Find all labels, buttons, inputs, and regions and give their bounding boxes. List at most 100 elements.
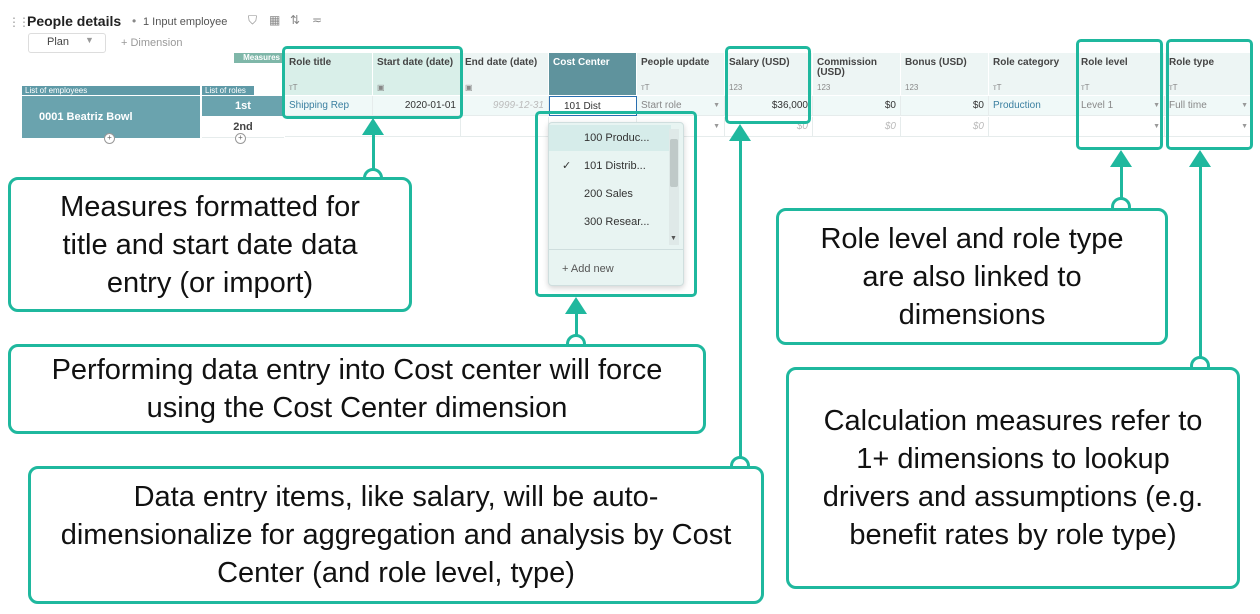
text-type-icon: ᴛT (641, 83, 650, 92)
connector-line (1199, 166, 1202, 359)
col-header-role-level[interactable]: Role level ᴛT (1077, 53, 1165, 95)
arrow-up-icon (1110, 150, 1132, 167)
chevron-down-icon: ▼ (713, 123, 720, 130)
cell-role-title[interactable]: Shipping Rep (285, 96, 373, 116)
connector-line (575, 312, 578, 338)
col-label: Commission (USD) (817, 57, 878, 78)
scrollbar-thumb[interactable] (670, 139, 678, 187)
col-label: Salary (USD) (729, 57, 790, 68)
col-header-commission[interactable]: Commission (USD) 123 (813, 53, 901, 95)
col-header-end-date[interactable]: End date (date) ▣ (461, 53, 549, 95)
callout-measures: Measures formatted for title and start d… (8, 177, 412, 312)
cell-role-level-2[interactable]: ▼ (1077, 117, 1165, 137)
highlight-role-type (1166, 39, 1253, 150)
title-separator: • (132, 14, 137, 28)
number-type-icon: 123 (817, 83, 831, 92)
option-label: 200 Sales (584, 188, 633, 200)
cell-role-level[interactable]: Level 1 ▼ (1077, 96, 1165, 116)
scroll-down-icon[interactable]: ▼ (670, 235, 677, 242)
col-label: Role title (289, 57, 332, 68)
number-type-icon: 123 (729, 83, 743, 92)
cell-bonus[interactable]: $0 (901, 96, 989, 116)
cell-end-date[interactable]: 9999-12-31 (461, 96, 549, 116)
cell-salary[interactable]: $36,000 (725, 96, 813, 116)
cell-commission[interactable]: $0 (813, 96, 901, 116)
chevron-down-icon: ▼ (1241, 102, 1248, 109)
page-title: People details (27, 13, 122, 29)
callout-calculation: Calculation measures refer to 1+ dimensi… (786, 367, 1240, 589)
cell-bonus-2[interactable]: $0 (901, 117, 989, 137)
arrow-up-icon (1189, 150, 1211, 167)
cost-center-dropdown[interactable]: 100 Produc... ✓ 101 Distrib... 200 Sales… (548, 122, 684, 286)
col-label: People update (641, 57, 710, 68)
callout-role-level: Role level and role type are also linked… (776, 208, 1168, 345)
highlight-cost-center-dropdown (535, 111, 697, 297)
add-role-icon[interactable]: + (235, 133, 246, 144)
highlight-salary (725, 46, 811, 124)
add-employee-icon[interactable]: + (104, 133, 115, 144)
text-type-icon: ᴛT (993, 83, 1002, 92)
cell-role-type-value: Full time (1169, 100, 1207, 111)
chevron-down-icon: ▼ (1241, 123, 1248, 130)
col-header-salary[interactable]: Salary (USD) 123 (725, 53, 813, 95)
col-label: Bonus (USD) (905, 57, 967, 68)
list-of-roles-label: List of roles (202, 86, 254, 95)
col-label: End date (date) (465, 57, 538, 68)
cell-commission-2[interactable]: $0 (813, 117, 901, 137)
employee-row-header[interactable]: 0001 Beatriz Bowl (22, 96, 200, 138)
plan-select-value: Plan (47, 36, 70, 48)
col-header-bonus[interactable]: Bonus (USD) 123 (901, 53, 989, 95)
text-type-icon: ᴛT (1169, 83, 1178, 92)
col-header-people-update[interactable]: People update ᴛT (637, 53, 725, 95)
option-label: 101 Distrib... (584, 160, 646, 172)
calendar-icon: ▣ (465, 83, 473, 92)
col-label: Role category (993, 57, 1060, 68)
arrow-up-icon (565, 297, 587, 314)
col-label: Role level (1081, 57, 1128, 68)
employee-name: 0001 Beatriz Bowl (39, 111, 133, 123)
plan-select[interactable]: Plan ▼ (28, 33, 106, 53)
connector-line (739, 140, 742, 458)
callout-cost-center: Performing data entry into Cost center w… (8, 344, 706, 434)
dropdown-option[interactable]: 100 Produc... (549, 125, 671, 151)
col-header-cost-center[interactable]: Cost Center (549, 53, 637, 95)
dropdown-option[interactable]: 200 Sales (549, 181, 671, 207)
employee-count: 1 Input employee (143, 16, 228, 28)
filter-icon[interactable]: ⛉ (248, 13, 258, 27)
add-dimension-button[interactable]: + Dimension (121, 37, 183, 49)
cell-role-title-2[interactable] (285, 117, 373, 137)
add-new-option[interactable]: + Add new (562, 263, 614, 275)
dropdown-scrollbar[interactable] (669, 129, 679, 245)
checkmark-icon: ✓ (562, 160, 572, 172)
col-label: Start date (date) (377, 57, 454, 68)
cell-start-date-2[interactable] (373, 117, 461, 137)
col-header-role-category[interactable]: Role category ᴛT (989, 53, 1077, 95)
table-settings-icon[interactable]: ▦ (269, 13, 281, 27)
drag-handle-icon[interactable]: ⋮⋮ (8, 15, 30, 29)
dropdown-divider (549, 249, 683, 250)
highlight-role-level (1076, 39, 1163, 150)
dropdown-option-selected[interactable]: ✓ 101 Distrib... (549, 153, 671, 179)
connector-line (1120, 166, 1123, 202)
cell-role-level-value: Level 1 (1081, 100, 1114, 111)
role-row-header-1st[interactable]: 1st (202, 96, 284, 116)
chevron-down-icon: ▼ (85, 35, 94, 45)
more-options-icon[interactable]: ≂ (312, 13, 323, 27)
chevron-down-icon: ▼ (1153, 102, 1160, 109)
measures-tag: Measures (234, 53, 282, 63)
col-header-start-date[interactable]: Start date (date) ▣ (373, 53, 461, 95)
callout-salary: Data entry items, like salary, will be a… (28, 466, 764, 604)
cell-role-category-2[interactable] (989, 117, 1077, 137)
list-of-employees-label: List of employees (22, 86, 200, 95)
calendar-icon: ▣ (377, 83, 385, 92)
text-type-icon: ᴛT (1081, 83, 1090, 92)
sort-icon[interactable]: ⇅ (290, 13, 301, 27)
option-label: 300 Resear... (584, 216, 650, 228)
dropdown-option[interactable]: 300 Resear... (549, 209, 671, 235)
chevron-down-icon: ▼ (713, 102, 720, 109)
connector-line (372, 134, 375, 174)
cell-role-category[interactable]: Production (989, 96, 1077, 116)
col-label: Cost Center (553, 57, 610, 68)
number-type-icon: 123 (905, 83, 919, 92)
